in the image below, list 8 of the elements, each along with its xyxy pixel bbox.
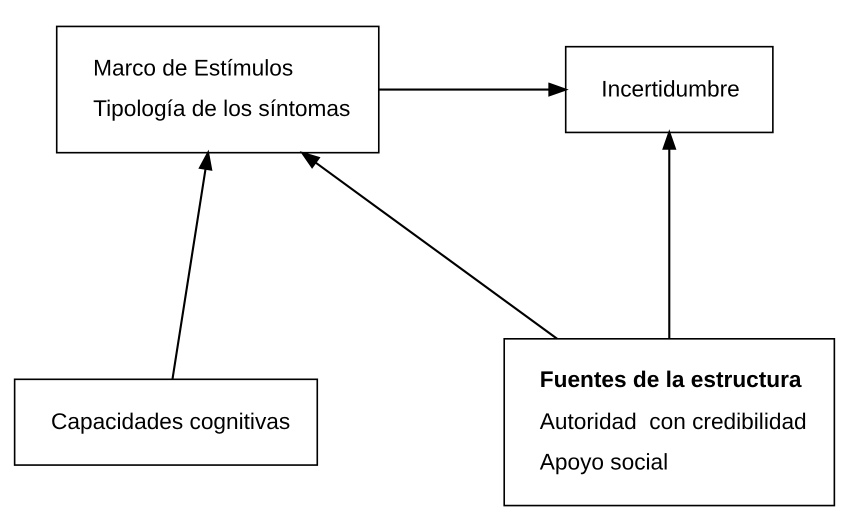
- node-box: Incertidumbre: [564, 46, 774, 134]
- arrow: [662, 129, 676, 339]
- node-box: Capacidades cognitivas: [14, 378, 318, 466]
- arrow: [379, 82, 569, 97]
- arrow: [300, 151, 558, 340]
- node-box: Marco de Estímulos Tipología de los síntomas: [56, 26, 380, 154]
- arrow: [171, 150, 212, 380]
- node-box: Fuentes de la estructura Autoridad con credibilidad Apoyo social: [503, 338, 836, 506]
